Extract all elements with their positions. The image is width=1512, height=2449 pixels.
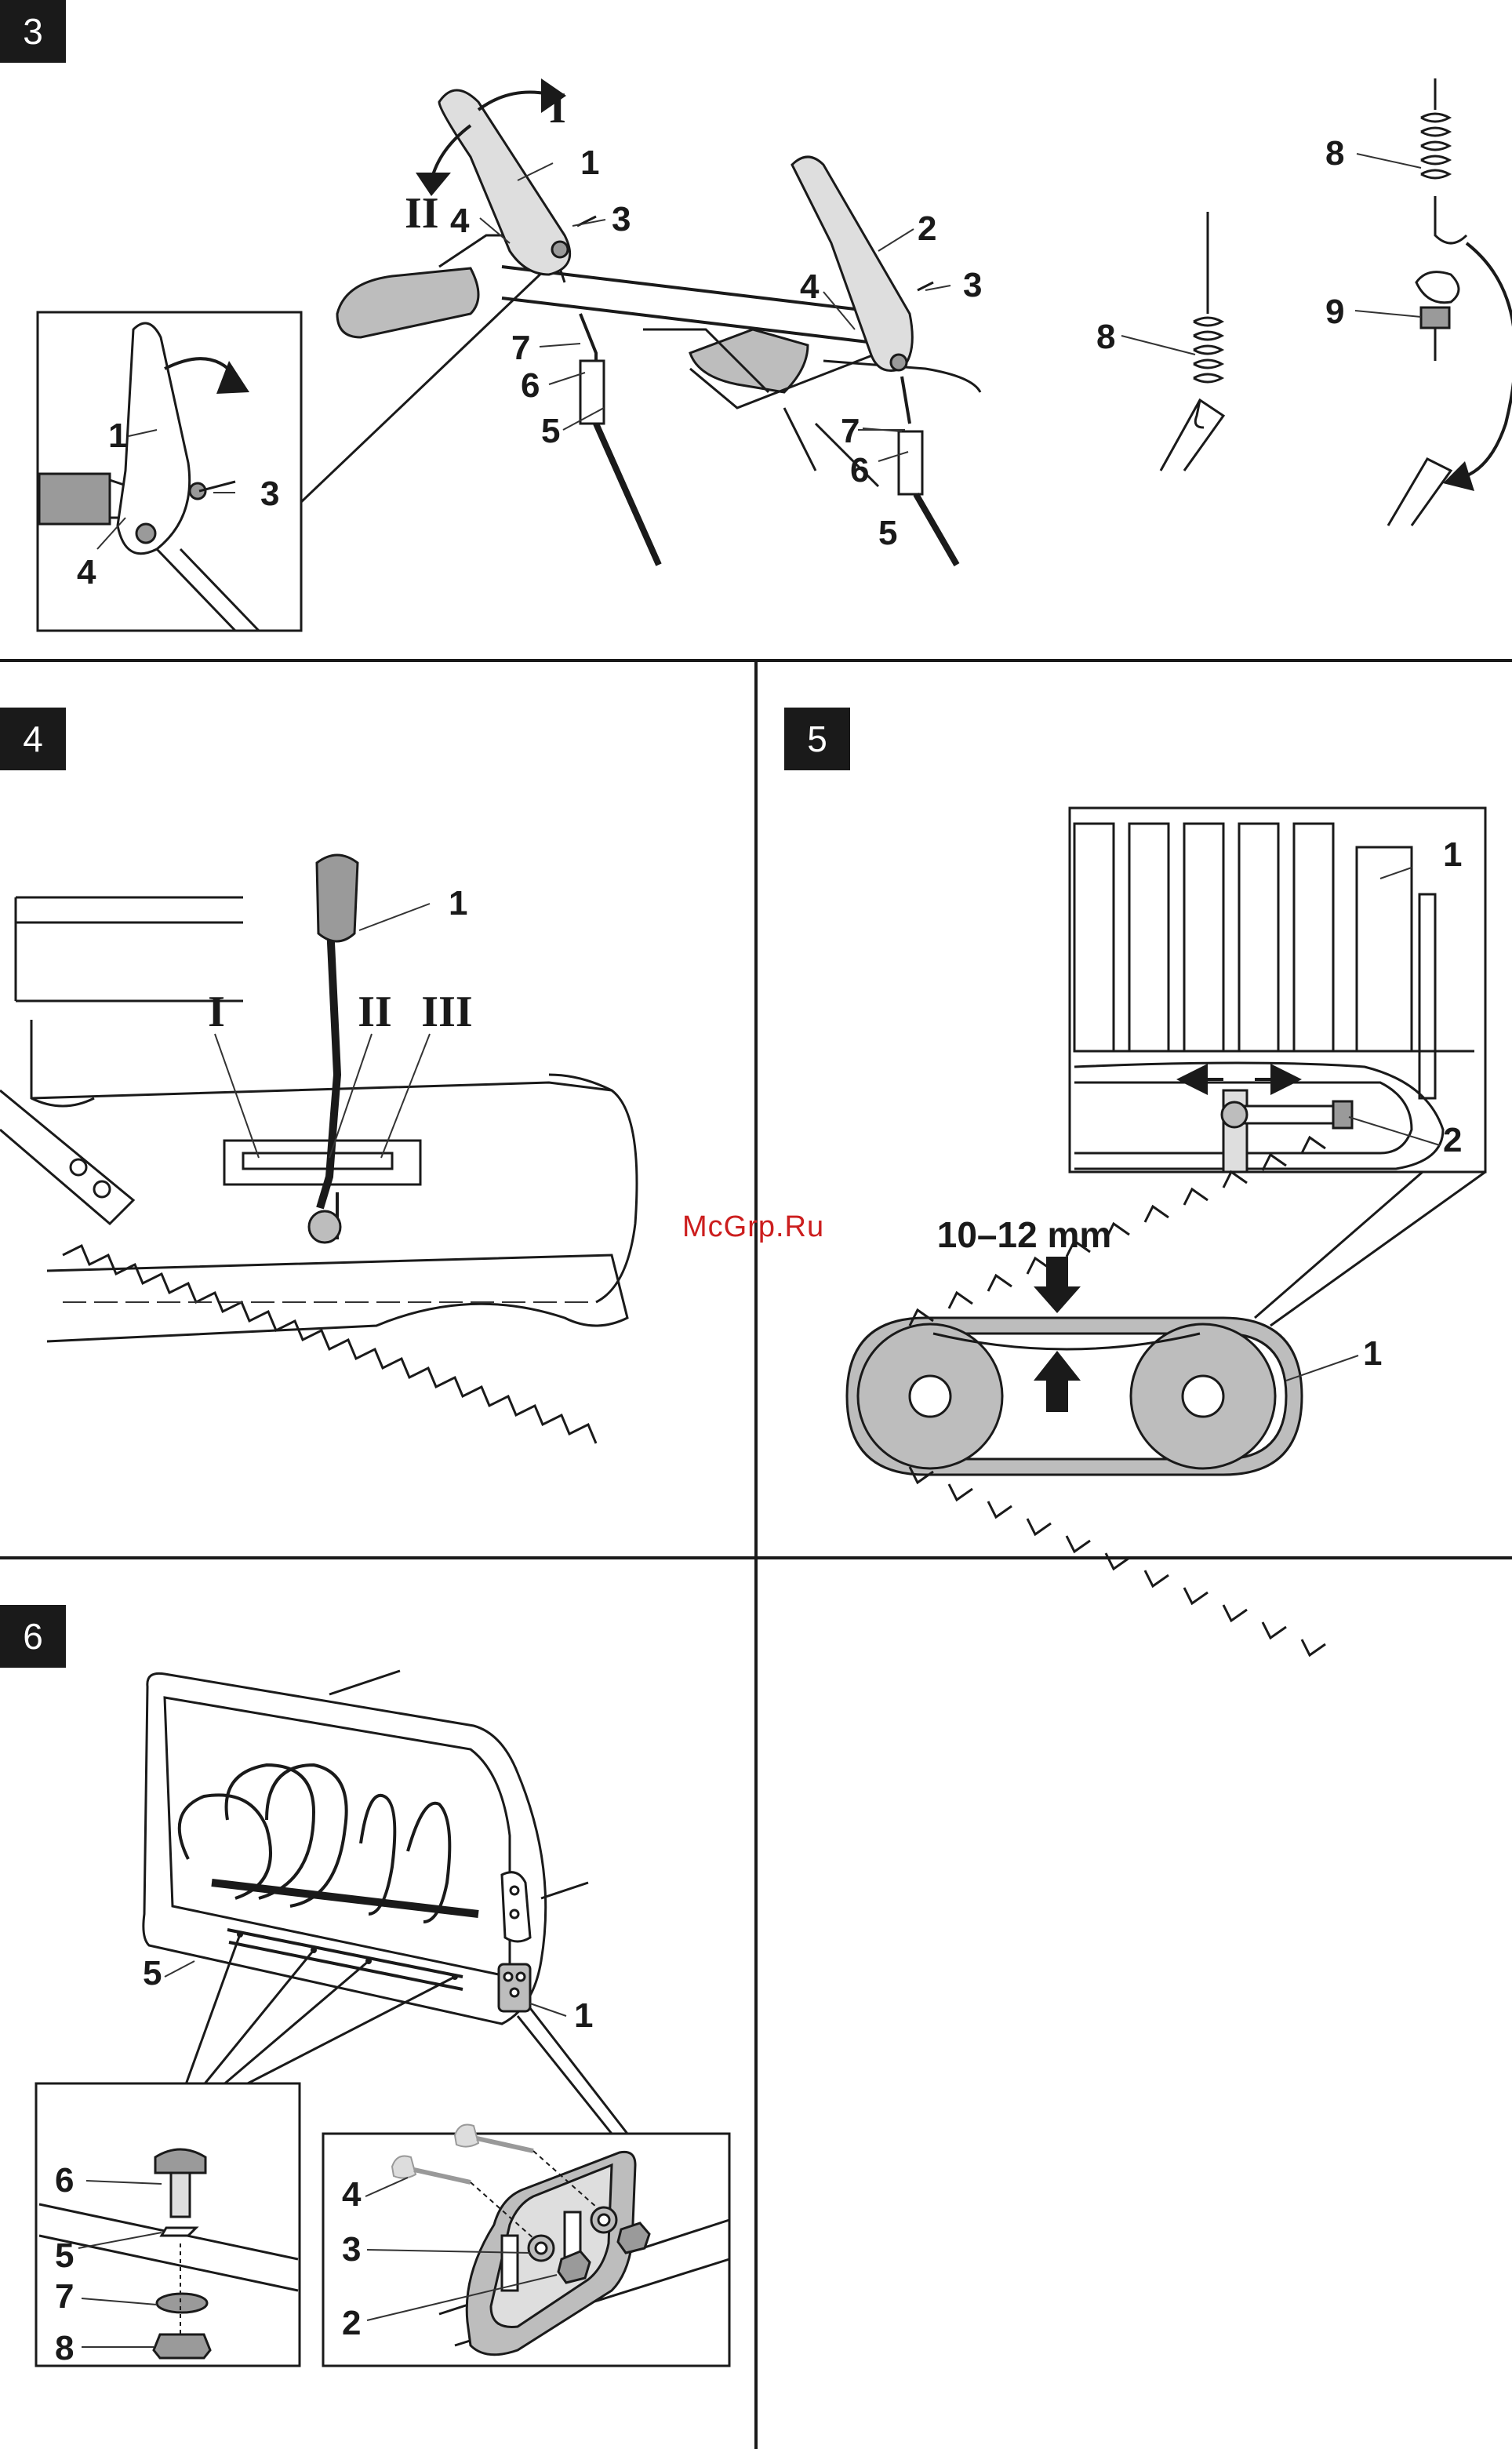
p5-callout-2: 2 [1443,1121,1462,1159]
deflection-measurement: 10–12 mm [937,1214,1112,1255]
gear-label-ii: II [358,988,392,1036]
p3-callout-9: 9 [1325,293,1344,331]
p3-callout-4a: 4 [450,202,470,240]
skid-shoe-detail-inset [323,2125,729,2367]
direction-label-ii: II [405,189,439,238]
p6-callout-1: 1 [574,1996,593,2035]
p6-inset-callout-2: 2 [342,2304,361,2342]
panel-6: 6 [0,1605,729,2367]
bolt-detail-inset [36,2083,300,2366]
panel-4-number: 4 [23,719,43,759]
p3-callout-6b: 6 [850,451,869,489]
panel-4-leaders [215,904,430,1158]
p3-callout-8a: 8 [1096,318,1115,356]
panel-6-number: 6 [23,1616,43,1657]
direction-label-i: I [549,84,566,133]
p6-inset-callout-3: 3 [342,2230,361,2269]
p3-callout-1: 1 [580,144,599,182]
gear-label-iii: III [421,988,472,1036]
p3-callout-5a: 5 [541,412,560,450]
panel-4: 4 1 [0,708,637,1443]
p6-inset-callout-5: 5 [55,2236,74,2275]
p6-callout-5: 5 [143,1954,162,1992]
p3-callout-6a: 6 [521,366,540,405]
p3-inset-callout-3: 3 [260,475,279,513]
p3-callout-2: 2 [918,209,936,248]
auger-housing-drawing [144,1671,588,2024]
p6-inset-callout-4: 4 [342,2175,362,2214]
inset-leader-lines [1255,1172,1485,1326]
p5-callout-1a: 1 [1443,835,1462,874]
panel-5-number: 5 [807,719,827,759]
watermark: McGrp.Ru [682,1210,824,1243]
p3-callout-3a: 3 [612,200,631,238]
gear-label-i: I [208,988,225,1036]
handlebar-assembly [337,78,980,565]
gear-shift-drawing [0,855,637,1443]
track-tensioner-inset [1070,808,1485,1172]
p6-inset-callout-6: 6 [55,2161,74,2200]
p6-inset-callout-7: 7 [55,2277,74,2316]
p3-callout-4b: 4 [800,267,820,306]
panel-3: 3 [0,0,1512,631]
p6-inset-callout-8: 8 [55,2329,74,2367]
p4-callout-1: 1 [449,884,467,922]
p3-callout-7a: 7 [511,329,530,367]
p3-inset-callout-4: 4 [77,553,96,591]
p3-callout-5b: 5 [878,514,897,552]
p3-inset-callout-1: 1 [108,417,127,455]
p3-callout-3b: 3 [963,266,982,304]
panel-5: 5 [784,708,1485,1655]
p3-callout-7b: 7 [841,412,860,450]
p3-callout-8b: 8 [1325,134,1344,173]
panel-3-number: 3 [23,11,43,52]
p5-callout-1b: 1 [1363,1334,1382,1373]
